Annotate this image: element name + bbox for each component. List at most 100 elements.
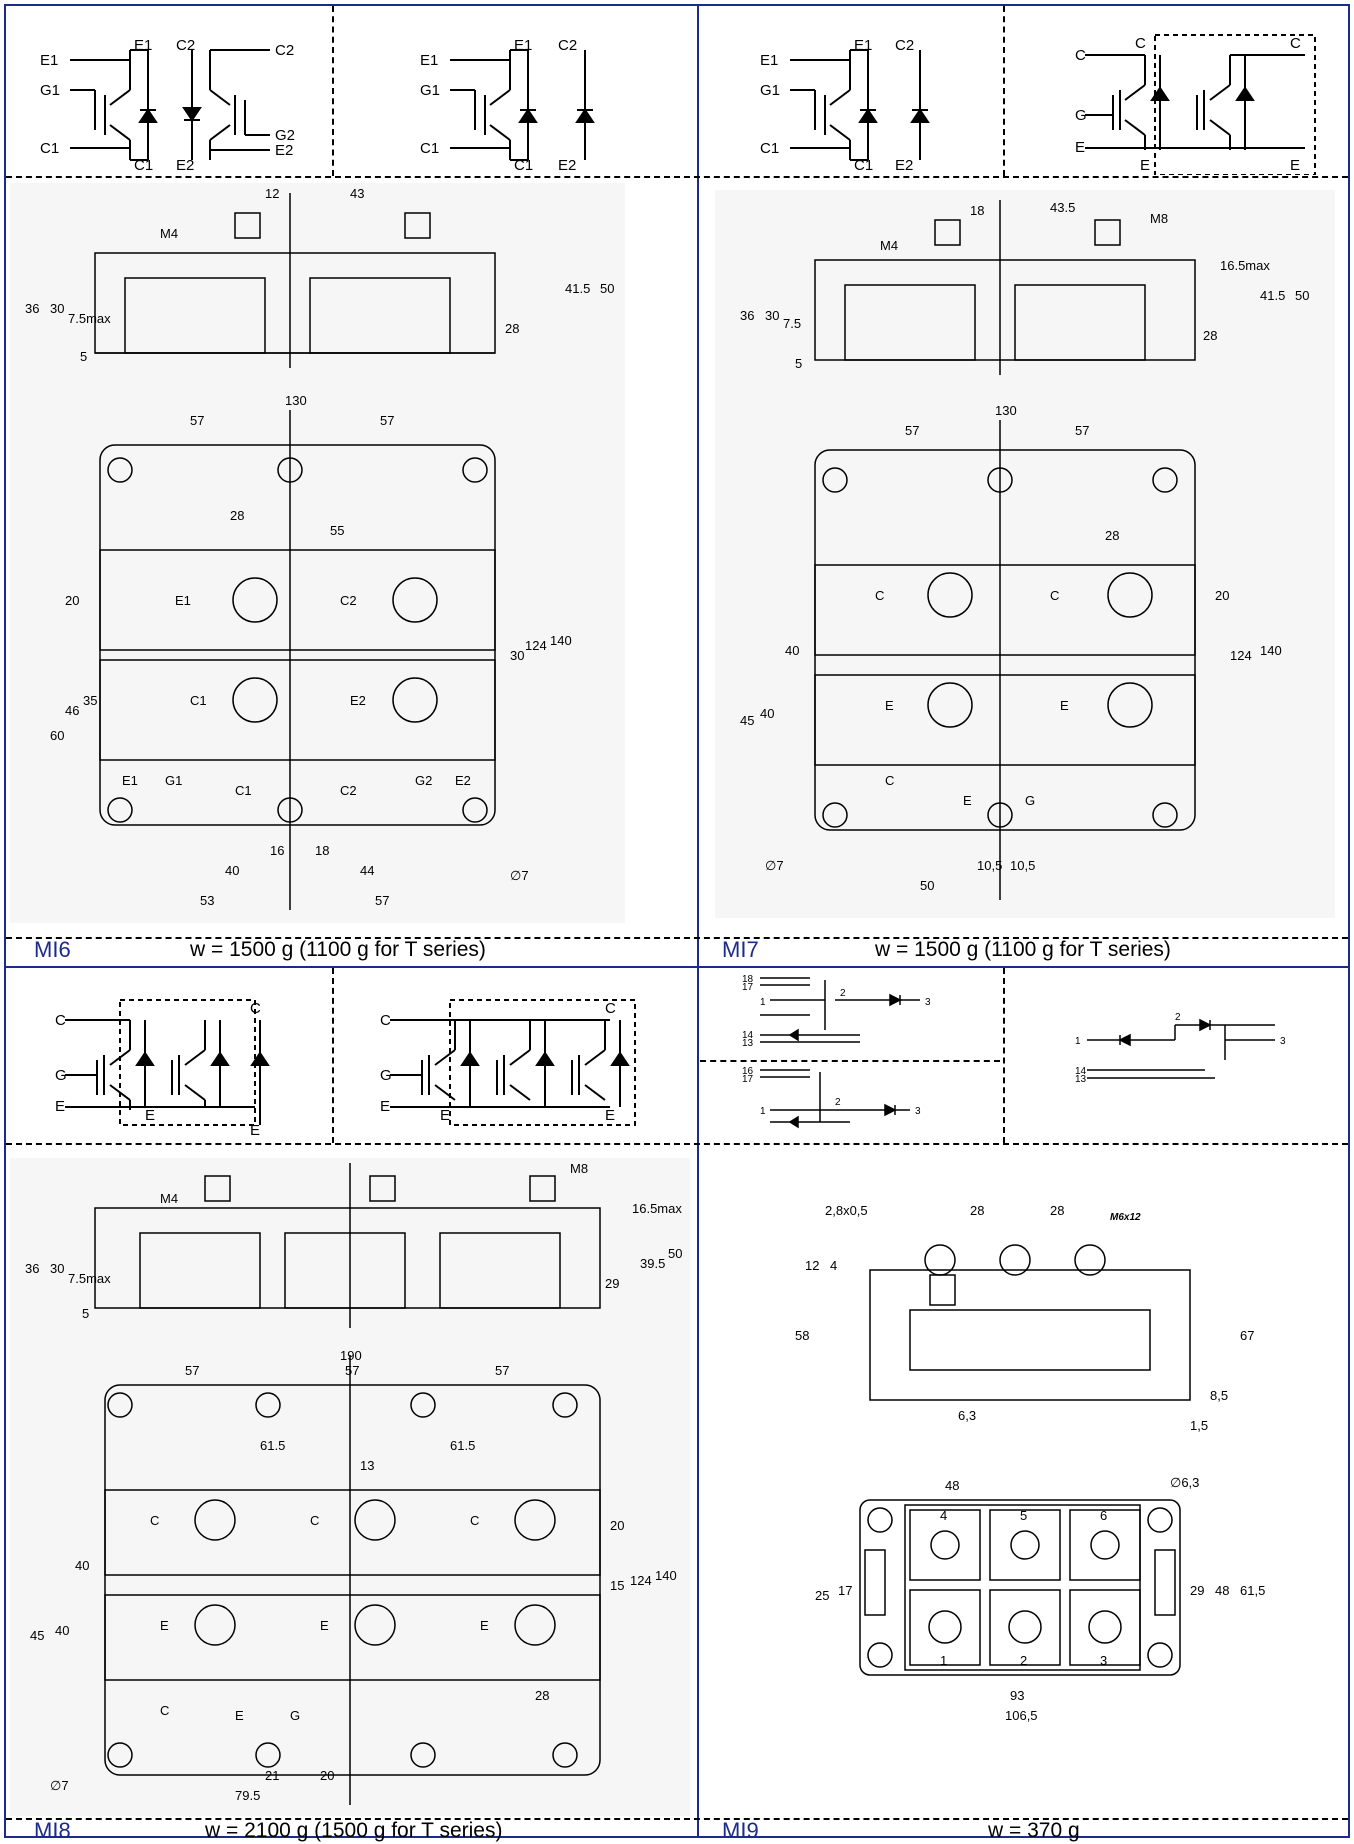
dim-label: 57 xyxy=(375,893,389,908)
dim-label: M8 xyxy=(1150,211,1168,226)
pin-label: C xyxy=(1075,47,1086,64)
dashed-separator xyxy=(6,1818,1348,1820)
dim-label: 21 xyxy=(265,1768,279,1783)
dim-label: 46 xyxy=(65,703,79,718)
pin-label: 13 xyxy=(1075,1074,1087,1085)
mi8-side-view: M4 M8 16.5max 36 30 7.5max 5 29 39.5 50 xyxy=(25,1161,682,1328)
dim-label: 40 xyxy=(75,1558,89,1573)
terminal-label: C1 xyxy=(235,783,252,798)
pin-label: G xyxy=(55,1067,67,1084)
pin-label: 14 xyxy=(742,1030,754,1041)
pin-label: 3 xyxy=(915,1106,921,1117)
terminal-label: E xyxy=(885,698,894,713)
mi9-schematic-bottom: 16 17 1 2 3 xyxy=(742,1066,921,1129)
dim-label: 28 xyxy=(230,508,244,523)
terminal-label: E2 xyxy=(455,773,471,788)
pin-label: 3 xyxy=(925,997,931,1008)
pin-label: 18 xyxy=(742,974,754,985)
dim-label: 5 xyxy=(80,349,87,364)
terminal-label: E2 xyxy=(350,693,366,708)
terminal-label: C xyxy=(1050,588,1059,603)
dim-label: 61.5 xyxy=(450,1438,475,1453)
dim-label: 61.5 xyxy=(260,1438,285,1453)
dim-label: 18 xyxy=(315,843,329,858)
dim-label: 140 xyxy=(550,633,572,648)
dim-label: 30 xyxy=(50,1261,64,1276)
dim-label: 50 xyxy=(600,281,614,296)
dim-label: 57 xyxy=(185,1363,199,1378)
dim-label: 48 xyxy=(1215,1583,1229,1598)
mi9-schematic-right: 1 2 3 14 13 xyxy=(1075,1012,1286,1085)
pin-label: C xyxy=(380,1012,391,1029)
dim-label: 48 xyxy=(945,1478,959,1493)
dim-label: 16.5max xyxy=(1220,258,1270,273)
pin-label: 2 xyxy=(840,988,846,999)
terminal-label: G xyxy=(290,1708,300,1723)
dashed-separator xyxy=(6,176,1348,178)
pin-label: C2 xyxy=(176,37,195,54)
mi7-code: MI7 xyxy=(722,937,759,962)
dim-label: 7.5max xyxy=(68,311,111,326)
pin-label: C1 xyxy=(514,157,533,174)
pin-label: G1 xyxy=(40,82,60,99)
pin-label: C1 xyxy=(760,140,779,157)
dim-label: 20 xyxy=(65,593,79,608)
dim-label: 5 xyxy=(82,1306,89,1321)
dim-label: 79.5 xyxy=(235,1788,260,1803)
dim-label: 39.5 xyxy=(640,1256,665,1271)
pin-label: E2 xyxy=(275,142,293,159)
dim-label: 50 xyxy=(1295,288,1309,303)
mi6-code: MI6 xyxy=(34,937,71,962)
dim-label: 40 xyxy=(785,643,799,658)
dim-label: M4 xyxy=(160,226,178,241)
pin-label: C xyxy=(605,1000,616,1017)
dim-label: 36 xyxy=(25,301,39,316)
terminal-label: E xyxy=(480,1618,489,1633)
dim-label: 25 xyxy=(815,1588,829,1603)
pin-label: E1 xyxy=(134,37,152,54)
pin-label: G1 xyxy=(420,82,440,99)
pin-label: C1 xyxy=(420,140,439,157)
dim-label: 190 xyxy=(340,1348,362,1363)
dim-label: 30 xyxy=(510,648,524,663)
pin-label: 2 xyxy=(835,1097,841,1108)
dim-label: ∅7 xyxy=(765,858,784,873)
vertical-divider xyxy=(697,4,699,1838)
dim-label: 35 xyxy=(83,693,97,708)
dim-label: 7.5 xyxy=(783,316,801,331)
pin-label: 2 xyxy=(1175,1012,1181,1023)
pin-label: E1 xyxy=(420,52,438,69)
pin-label: E xyxy=(55,1098,65,1115)
terminal-label: 1 xyxy=(940,1653,947,1668)
dim-label: M6x12 xyxy=(1110,1212,1141,1223)
mi9-weight: w = 370 g xyxy=(988,1819,1080,1842)
mi8-schematic-right: C G E E C E xyxy=(380,999,636,1126)
dim-label: 41.5 xyxy=(565,281,590,296)
dim-label: ∅7 xyxy=(50,1778,69,1793)
mi7-side-view: 18 43.5 M8 M4 16.5max 36 30 7.5 5 28 41.… xyxy=(740,200,1309,375)
dim-label: 40 xyxy=(760,706,774,721)
terminal-label: G xyxy=(1025,793,1035,808)
dim-label: 20 xyxy=(320,1768,334,1783)
dim-label: M4 xyxy=(880,238,898,253)
dim-label: 4 xyxy=(830,1258,837,1273)
terminal-label: C1 xyxy=(190,693,207,708)
dim-label: 124 xyxy=(1230,648,1252,663)
pin-label: C2 xyxy=(558,37,577,54)
terminal-label: E xyxy=(320,1618,329,1633)
terminal-label: 6 xyxy=(1100,1508,1107,1523)
dim-label: 28 xyxy=(535,1688,549,1703)
mi6-mechanical-drawing xyxy=(10,183,625,923)
dim-label: M8 xyxy=(570,1161,588,1176)
dim-label: 16 xyxy=(270,843,284,858)
dim-label: 130 xyxy=(285,393,307,408)
pin-label: C2 xyxy=(275,42,294,59)
dim-label: 5 xyxy=(795,356,802,371)
terminal-label: E xyxy=(1060,698,1069,713)
dim-label: 43 xyxy=(350,186,364,201)
dim-label: 12 xyxy=(265,186,279,201)
dim-label: 55 xyxy=(330,523,344,538)
dashed-separator xyxy=(332,6,334,176)
dim-label: 28 xyxy=(1203,328,1217,343)
pin-label: C1 xyxy=(854,157,873,174)
